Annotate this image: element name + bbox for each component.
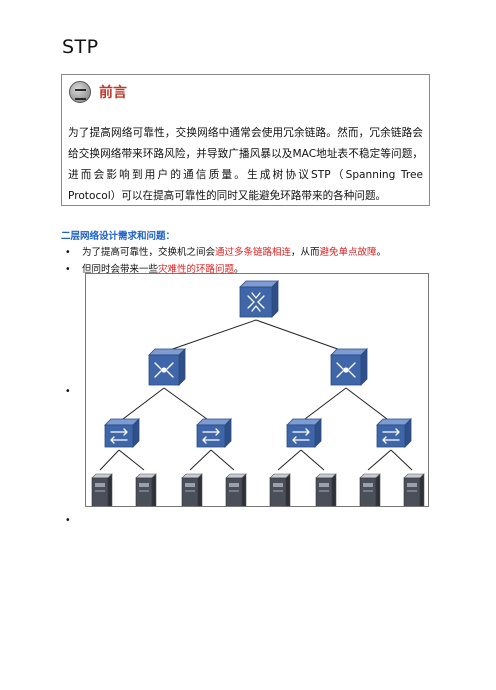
section-heading: 二层网络设计需求和问题： <box>61 231 176 242</box>
bullet-item-2: • 但同时会带来一些灾难性的环路问题。 <box>62 261 386 278</box>
aggregation-switch-icon <box>330 348 368 386</box>
network-topology-diagram <box>85 273 429 507</box>
network-link <box>345 387 392 423</box>
empty-bullet: • <box>65 386 71 397</box>
network-link <box>390 449 413 471</box>
bullet-dot: • <box>65 264 71 275</box>
highlight-text: 避免单点故障 <box>319 247 377 258</box>
highlight-text: 灾难性的环路问题 <box>158 264 235 275</box>
network-link <box>255 319 347 353</box>
bullet-text: 。 <box>376 247 387 258</box>
server-icon <box>315 473 337 506</box>
server-icon <box>91 473 113 506</box>
server-icon <box>269 473 291 506</box>
network-link <box>163 387 212 423</box>
preface-box: 前言 为了提高网络可靠性，交换网络中通常会使用冗余链路。然而，冗余链路会给交换网… <box>61 74 430 206</box>
bullet-item-1: • 为了提高可靠性，交换机之间会通过多条链路相连，从而避免单点故障。 <box>62 244 386 261</box>
bullet-text: 为了提高可靠性，交换机之间会 <box>82 247 216 258</box>
network-link <box>300 449 325 471</box>
access-switch-icon <box>286 418 322 448</box>
access-switch-icon <box>196 418 232 448</box>
server-icon <box>359 473 381 506</box>
network-link <box>189 449 212 471</box>
network-link <box>367 449 392 471</box>
aggregation-switch-icon <box>148 348 186 386</box>
preface-body: 为了提高网络可靠性，交换网络中通常会使用冗余链路。然而，冗余链路会给交换网络带来… <box>68 127 423 202</box>
highlight-text: 通过多条链路相连 <box>215 247 292 258</box>
network-link <box>300 387 347 423</box>
topology-svg <box>91 280 425 506</box>
access-switch-icon <box>376 418 412 448</box>
bullet-text: 。 <box>234 264 244 275</box>
server-icon <box>403 473 425 506</box>
server-icon <box>135 473 157 506</box>
bullet-text: ，从而 <box>291 247 320 258</box>
server-icon <box>181 473 203 506</box>
page-title: STP <box>62 36 99 58</box>
preface-header: 前言 <box>69 81 127 103</box>
network-link <box>118 449 145 471</box>
network-link <box>163 319 257 353</box>
core-router-icon <box>239 280 279 318</box>
preface-title: 前言 <box>99 85 127 101</box>
access-switch-icon <box>104 418 140 448</box>
empty-bullet: • <box>65 515 71 526</box>
links-layer <box>99 319 413 471</box>
bullet-dot: • <box>65 247 71 258</box>
server-icon <box>225 473 247 506</box>
network-link <box>210 449 235 471</box>
bullet-list: • 为了提高可靠性，交换机之间会通过多条链路相连，从而避免单点故障。 • 但同时… <box>62 244 386 278</box>
bullet-text: 但同时会带来一些 <box>82 264 159 275</box>
notebook-icon <box>69 81 91 103</box>
network-link <box>99 449 120 471</box>
network-link <box>277 449 302 471</box>
network-link <box>118 387 165 423</box>
